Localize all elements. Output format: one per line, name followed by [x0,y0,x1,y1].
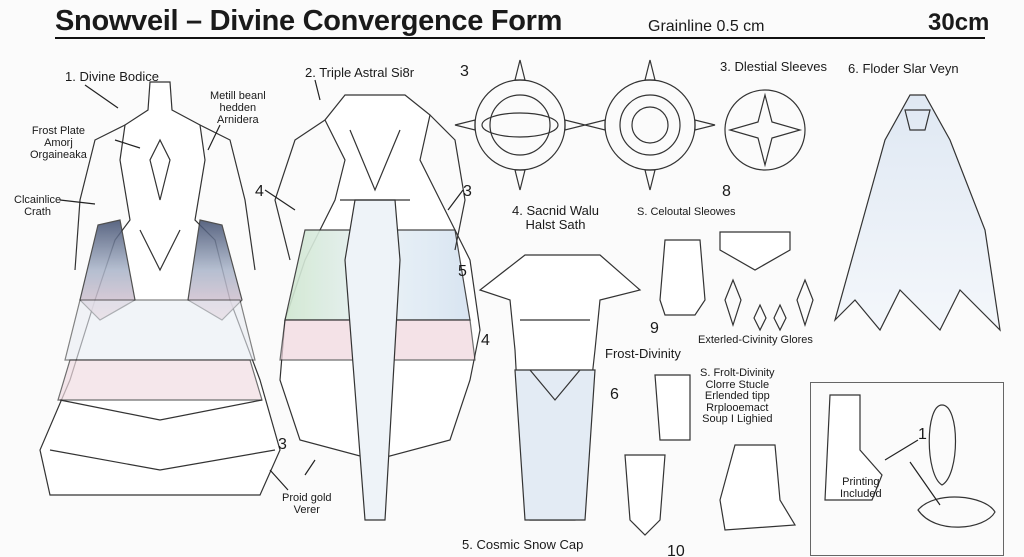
number-10: 10 [667,543,685,557]
label-line: Proid gold [282,492,332,504]
star-veil-sketch [833,94,1001,332]
label-line: hedden [219,102,257,115]
label-floder-star-veyn: 6. Floder Slar Veyn [848,61,959,76]
medallion-sketches [454,59,806,191]
label-triple-astral: 2. Triple Astral Si8r [305,65,415,80]
label-frost-divinity: Frost-Divinity [605,346,681,361]
label-line: Amorj [44,137,73,150]
divine-bodice-dress-sketch [39,81,281,496]
number-4-skirt: 4 [481,332,490,349]
label-sacred-waist: 4. Sacnid Walu Halst Sath [512,203,599,233]
label-line: Frost Plate [31,125,86,137]
triple-astral-dress-sketch [274,94,481,521]
label-frost-plate: Frost Plate Amorj Orgaineaka [30,125,87,161]
number-3-top: 3 [460,63,469,80]
label-line: Soup I Lighied [702,413,773,426]
label-extended-gloves: Exterled-Civinity Glores [698,334,813,346]
label-line: Clorre Stucle [705,378,770,391]
number-5: 5 [458,263,467,280]
label-line: Clcainlice [14,194,62,206]
number-9: 9 [650,320,659,337]
number-8: 8 [722,183,731,200]
title-underline [55,37,985,39]
label-line: Included [840,488,882,501]
number-4-left: 4 [255,183,264,200]
label-line: Halst Sath [525,217,586,233]
page-title: Snowveil – Divine Convergence Form [55,5,563,37]
sacred-waist-armor-sketch [478,254,642,521]
boot-pattern-box [810,382,1004,556]
label-line: Printing [842,476,880,488]
label-line: Crath [24,206,51,219]
grainline-note: Grainline 0.5 cm [648,18,765,35]
label-metal-beam: Metill beanl hedden Arnidera [210,90,266,126]
label-frost-divinity-notes: S. Frolt-Divinity Clorre Stucle Erlended… [700,367,775,426]
number-3-right: 3 [463,183,472,200]
label-grainline-cloth: Clcainlice Crath [14,194,61,218]
number-6: 6 [610,386,619,403]
label-cosmic-snow-cap: 5. Cosmic Snow Cap [462,537,584,552]
label-line: S. Frolt-Divinity [700,367,775,379]
label-celestial-sleeves-mid: S. Celoutal Sleowes [637,206,736,218]
boot-pattern-sketches [824,394,996,528]
size-label: 30cm [928,9,990,36]
label-divine-bodice: 1. Divine Bodice [65,69,159,84]
number-1: 1 [918,426,927,443]
label-line: Metill beanl [210,90,266,102]
callout-arrows [59,79,464,491]
label-line: 4. Sacnid Walu [512,203,599,218]
label-line: Orgaineaka [30,149,87,162]
label-printing-included: Printing Included [840,476,882,500]
label-line: Erlended tipp [704,390,770,403]
number-3-bottom: 3 [278,436,287,453]
label-proid-gold: Proid gold Verer [282,492,332,516]
label-line: Verer [293,504,320,517]
label-celestial-sleeves-top: 3. Dlestial Sleeves [720,59,827,74]
label-line: Rrplooemact [706,401,769,414]
glove-sketches [624,231,814,536]
label-line: Arnidera [217,114,259,127]
